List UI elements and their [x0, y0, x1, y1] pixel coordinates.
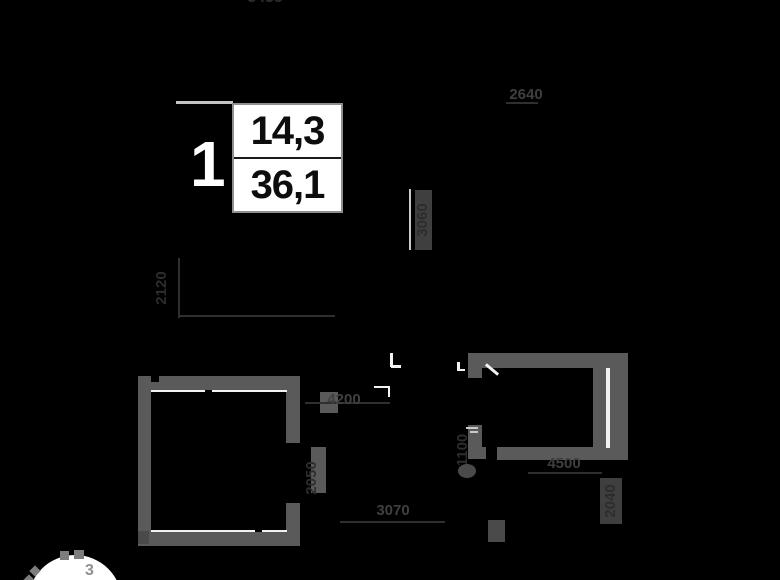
room2-interior	[482, 368, 593, 447]
room1-inner-top-line-a	[151, 390, 205, 392]
room1-inner-bottom-line-b	[262, 530, 287, 532]
shaft-dim-line	[409, 189, 411, 250]
wall-room2-top	[468, 353, 628, 368]
door-mark-mid-v	[390, 353, 393, 367]
badge-rim-mark-b	[74, 550, 84, 559]
card-tick-line	[176, 101, 233, 104]
threshold-mark-a	[466, 427, 478, 429]
left-dim-hline	[178, 315, 335, 317]
room2-window-line	[606, 368, 610, 448]
wall-room1-bottom	[138, 532, 300, 546]
room1-door-leaf	[311, 447, 326, 493]
dim-room-left-height: 2050	[303, 461, 320, 495]
dim-hall-width: 3070	[376, 502, 410, 519]
corner-bracket-v	[388, 386, 390, 397]
wall-room1-right-upper	[286, 376, 300, 443]
dim-room-right-width: 4500	[547, 455, 581, 472]
door-mark-mid-h	[391, 365, 401, 368]
plan-fragment-square	[138, 531, 149, 544]
dim-right-vertical: 2040	[602, 484, 619, 518]
total-area-value: 36,1	[250, 162, 326, 207]
wall-room2-left-stub-bottom	[468, 425, 486, 459]
dim-3070-line	[340, 521, 445, 523]
wall-room1-top-notch	[151, 376, 159, 382]
door-mark-room2-v	[457, 362, 460, 371]
wall-room1-right-lower	[286, 503, 300, 546]
dim-4200-line	[305, 402, 390, 404]
dim-top-partial: 3435	[228, 0, 302, 7]
wall-room2-right	[593, 353, 628, 460]
dim-4500-line	[528, 472, 602, 474]
floor-number: 3	[85, 562, 94, 579]
dim-upper-right-ticks	[506, 102, 538, 104]
dim-left-vertical: 2120	[153, 271, 170, 305]
threshold-mark-b	[470, 431, 478, 433]
area-box-divider	[234, 157, 341, 159]
wall-block-bottom-center	[488, 520, 505, 542]
dim-shaft-vertical: 3060	[414, 203, 431, 237]
door-handle-icon	[458, 464, 476, 478]
wall-room2-left-stub-top	[468, 368, 482, 378]
dim-upper-right: 2640	[509, 86, 543, 103]
left-dim-vline	[178, 258, 180, 318]
unit-card[interactable]: 1 14,3 36,1	[176, 98, 343, 214]
badge-rim-mark-a	[60, 551, 69, 560]
area-box: 14,3 36,1	[232, 103, 343, 213]
door-mark-room2-h	[457, 369, 465, 371]
wall-room1-top	[138, 376, 300, 390]
dim-room-left-width: 4200	[327, 391, 361, 408]
corner-bracket-h	[374, 386, 390, 388]
room-count: 1	[190, 128, 226, 200]
wall-room1-left	[138, 376, 151, 546]
wall-room2-bottom	[497, 447, 628, 460]
living-area-value: 14,3	[250, 108, 326, 153]
right-dim-patch	[600, 478, 622, 524]
room1-inner-top-line-b	[212, 390, 287, 392]
room1-inner-bottom-line-a	[151, 530, 255, 532]
shaft-dim-patch	[415, 190, 432, 250]
